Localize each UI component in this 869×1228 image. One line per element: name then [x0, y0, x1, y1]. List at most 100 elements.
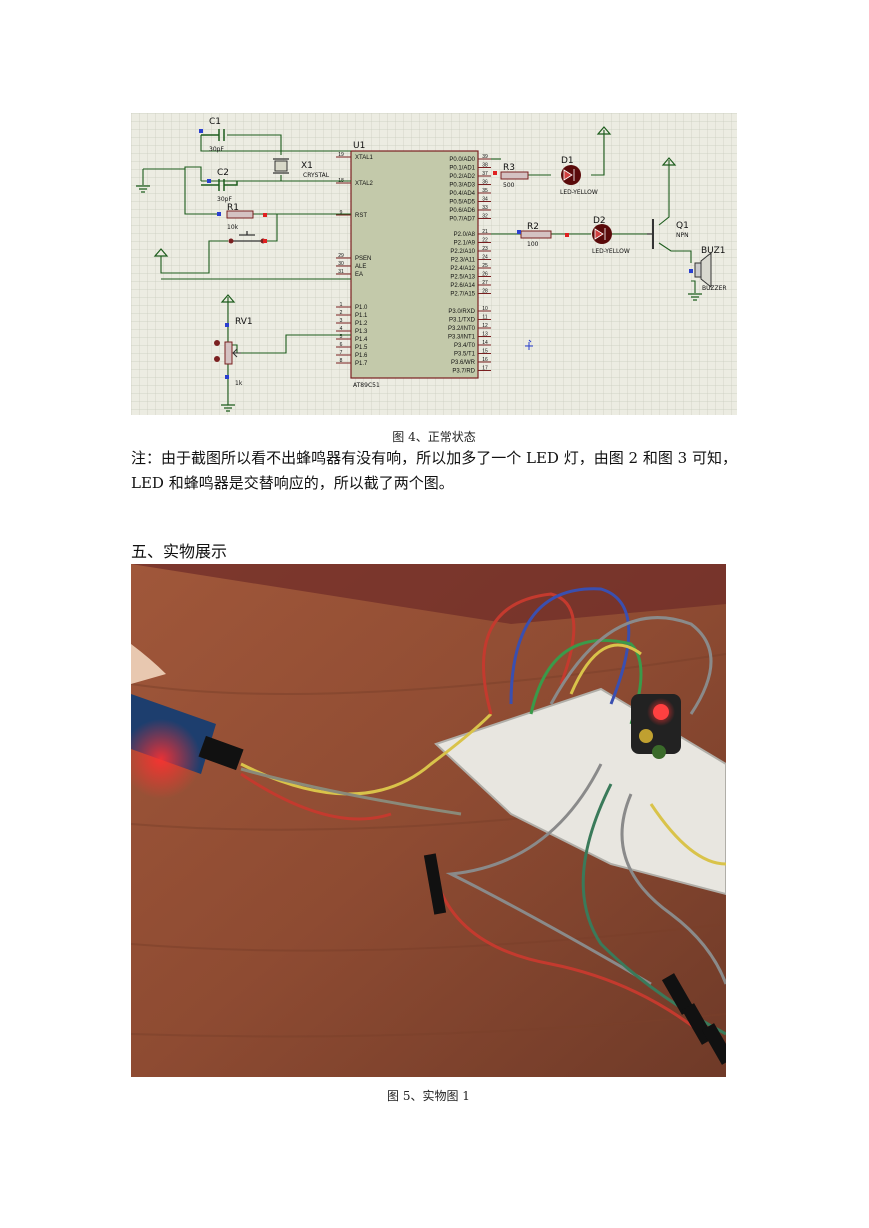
mcu-body [350, 150, 479, 379]
mcu-pin-number: 3 [340, 318, 343, 324]
mcu-pin-label: P0.0/AD0 [449, 157, 475, 163]
mcu-pin-label: P2.2/A10 [450, 249, 475, 255]
mcu-pin-number: 13 [482, 332, 488, 338]
mcu-pin-label: P1.6 [355, 353, 368, 359]
wires [142, 130, 696, 405]
mcu-pin-label: P3.2/INT0 [448, 326, 476, 332]
mcu-pin-number: 8 [340, 358, 343, 364]
mcu-pin-number: 17 [482, 366, 488, 372]
mcu-pin-label: P1.2 [355, 321, 368, 327]
c1-value: 30pF [209, 146, 224, 153]
mcu-pin-number: 28 [482, 289, 488, 295]
mcu-pin-number: 6 [340, 342, 343, 348]
mcu-pin-label: XTAL2 [355, 181, 374, 187]
mcu-pin-label: P1.1 [355, 313, 368, 319]
mcu-pin-label: RST [355, 213, 367, 219]
mcu-pin-number: 26 [482, 272, 488, 278]
mcu-pin-number: 24 [482, 255, 488, 261]
mcu-pin-number: 30 [338, 261, 344, 267]
figure-5-caption: 图 5、实物图 1 [387, 1089, 470, 1103]
mcu-pin-number: 7 [340, 350, 343, 356]
mcu-pin-label: P1.5 [355, 345, 368, 351]
mcu-pin-number: 37 [482, 171, 488, 177]
mcu-pin-number: 15 [482, 349, 488, 355]
mcu-pin-label: P3.3/INT1 [448, 335, 476, 341]
mcu-pin-number: 36 [482, 180, 488, 186]
mcu-pin-label: P3.5/T1 [454, 352, 476, 358]
mcu-pin-number: 2 [340, 310, 343, 316]
d1-ref: D1 [561, 156, 574, 166]
mcu-pin-number: 23 [482, 246, 488, 252]
mcu-pin-number: 34 [482, 197, 488, 203]
d1-value: LED-YELLOW [560, 189, 598, 196]
mcu-pin-number: 4 [340, 326, 343, 332]
mcu-pin-label: P2.4/A12 [450, 266, 475, 272]
c2-value: 30pF [217, 196, 232, 203]
mcu-pin-label: P2.3/A11 [451, 258, 476, 264]
mcu-pin-label: P0.3/AD3 [449, 183, 475, 189]
section-heading: 五、实物展示 [131, 542, 228, 561]
mcu-pin-number: 31 [338, 269, 344, 275]
x1-ref: X1 [301, 161, 313, 171]
mcu-pin-number: 1 [340, 302, 343, 308]
mcu-pin-label: P3.6/WR [451, 360, 476, 366]
mcu-pin-number: 22 [482, 238, 488, 244]
mcu-pin-label: P3.4/T0 [454, 343, 476, 349]
r1-value: 10k [227, 224, 239, 231]
mcu-ref: U1 [353, 141, 365, 151]
mcu-pin-number: 29 [338, 253, 344, 259]
mcu-pin-number: 35 [482, 188, 488, 194]
r1-ref: R1 [227, 203, 239, 213]
mcu-pin-label: XTAL1 [355, 155, 374, 161]
q1-value: NPN [676, 232, 689, 239]
hardware-photo [131, 564, 726, 1077]
mcu-pin-label: P1.7 [355, 361, 368, 367]
mcu-pin-label: P0.7/AD7 [449, 217, 475, 223]
mcu-pin-number: 32 [482, 214, 488, 220]
mcu-pin-label: P2.0/A8 [454, 232, 476, 238]
r2-ref: R2 [527, 222, 539, 232]
mcu-pin-number: 27 [482, 280, 488, 286]
mcu-pin-number: 14 [482, 340, 488, 346]
r3-value: 500 [503, 182, 515, 189]
mcu-pin-label: P0.2/AD2 [449, 174, 475, 180]
q1-ref: Q1 [676, 221, 689, 231]
rv1-value: 1k [235, 380, 243, 387]
mcu-pin-number: 19 [338, 152, 344, 158]
c2-ref: C2 [217, 168, 229, 178]
mcu-pin-number: 9 [340, 210, 343, 216]
mcu-pin-label: ALE [355, 264, 366, 270]
x1-value: CRYSTAL [303, 172, 330, 179]
mcu-pin-label: P3.1/TXD [449, 318, 476, 324]
mcu-pin-number: 5 [340, 334, 343, 340]
mcu-pin-label: P2.1/A9 [454, 241, 476, 247]
mcu-pin-number: 11 [482, 315, 487, 321]
mcu-pin-label: P1.4 [355, 337, 368, 343]
mcu-pin-label: P0.5/AD5 [449, 200, 475, 206]
mcu-pin-number: 38 [482, 163, 488, 169]
mcu-pin-label: PSEN [355, 256, 371, 262]
mcu-pin-label: P2.7/A15 [450, 292, 475, 298]
rv1-ref: RV1 [235, 317, 253, 327]
mcu-pin-label: P2.5/A13 [450, 275, 475, 281]
r2-value: 100 [527, 241, 539, 248]
mcu-pin-label: P1.3 [355, 329, 368, 335]
mcu-pin-number: 21 [482, 229, 488, 235]
mcu-pin-number: 39 [482, 154, 488, 160]
buz-ref: BUZ1 [701, 246, 726, 256]
mcu-pin-number: 12 [482, 323, 488, 329]
mcu-part: AT89C51 [353, 382, 380, 389]
c1-ref: C1 [209, 117, 221, 127]
d2-value: LED-YELLOW [592, 248, 630, 255]
mcu-pin-number: 10 [482, 306, 488, 312]
note-paragraph: 注：由于截图所以看不出蜂鸣器有没有响，所以加多了一个 LED 灯，由图 2 和图… [131, 449, 737, 492]
mcu-pin-number: 16 [482, 357, 488, 363]
mcu-pin-label: P0.1/AD1 [449, 166, 475, 172]
mcu-pin-label: P2.6/A14 [450, 283, 475, 289]
mcu-pin-number: 33 [482, 205, 488, 211]
d2-ref: D2 [593, 216, 606, 226]
r3-ref: R3 [503, 163, 515, 173]
mcu-pin-label: P0.4/AD4 [449, 191, 475, 197]
mcu-pin-number: 25 [482, 263, 488, 269]
